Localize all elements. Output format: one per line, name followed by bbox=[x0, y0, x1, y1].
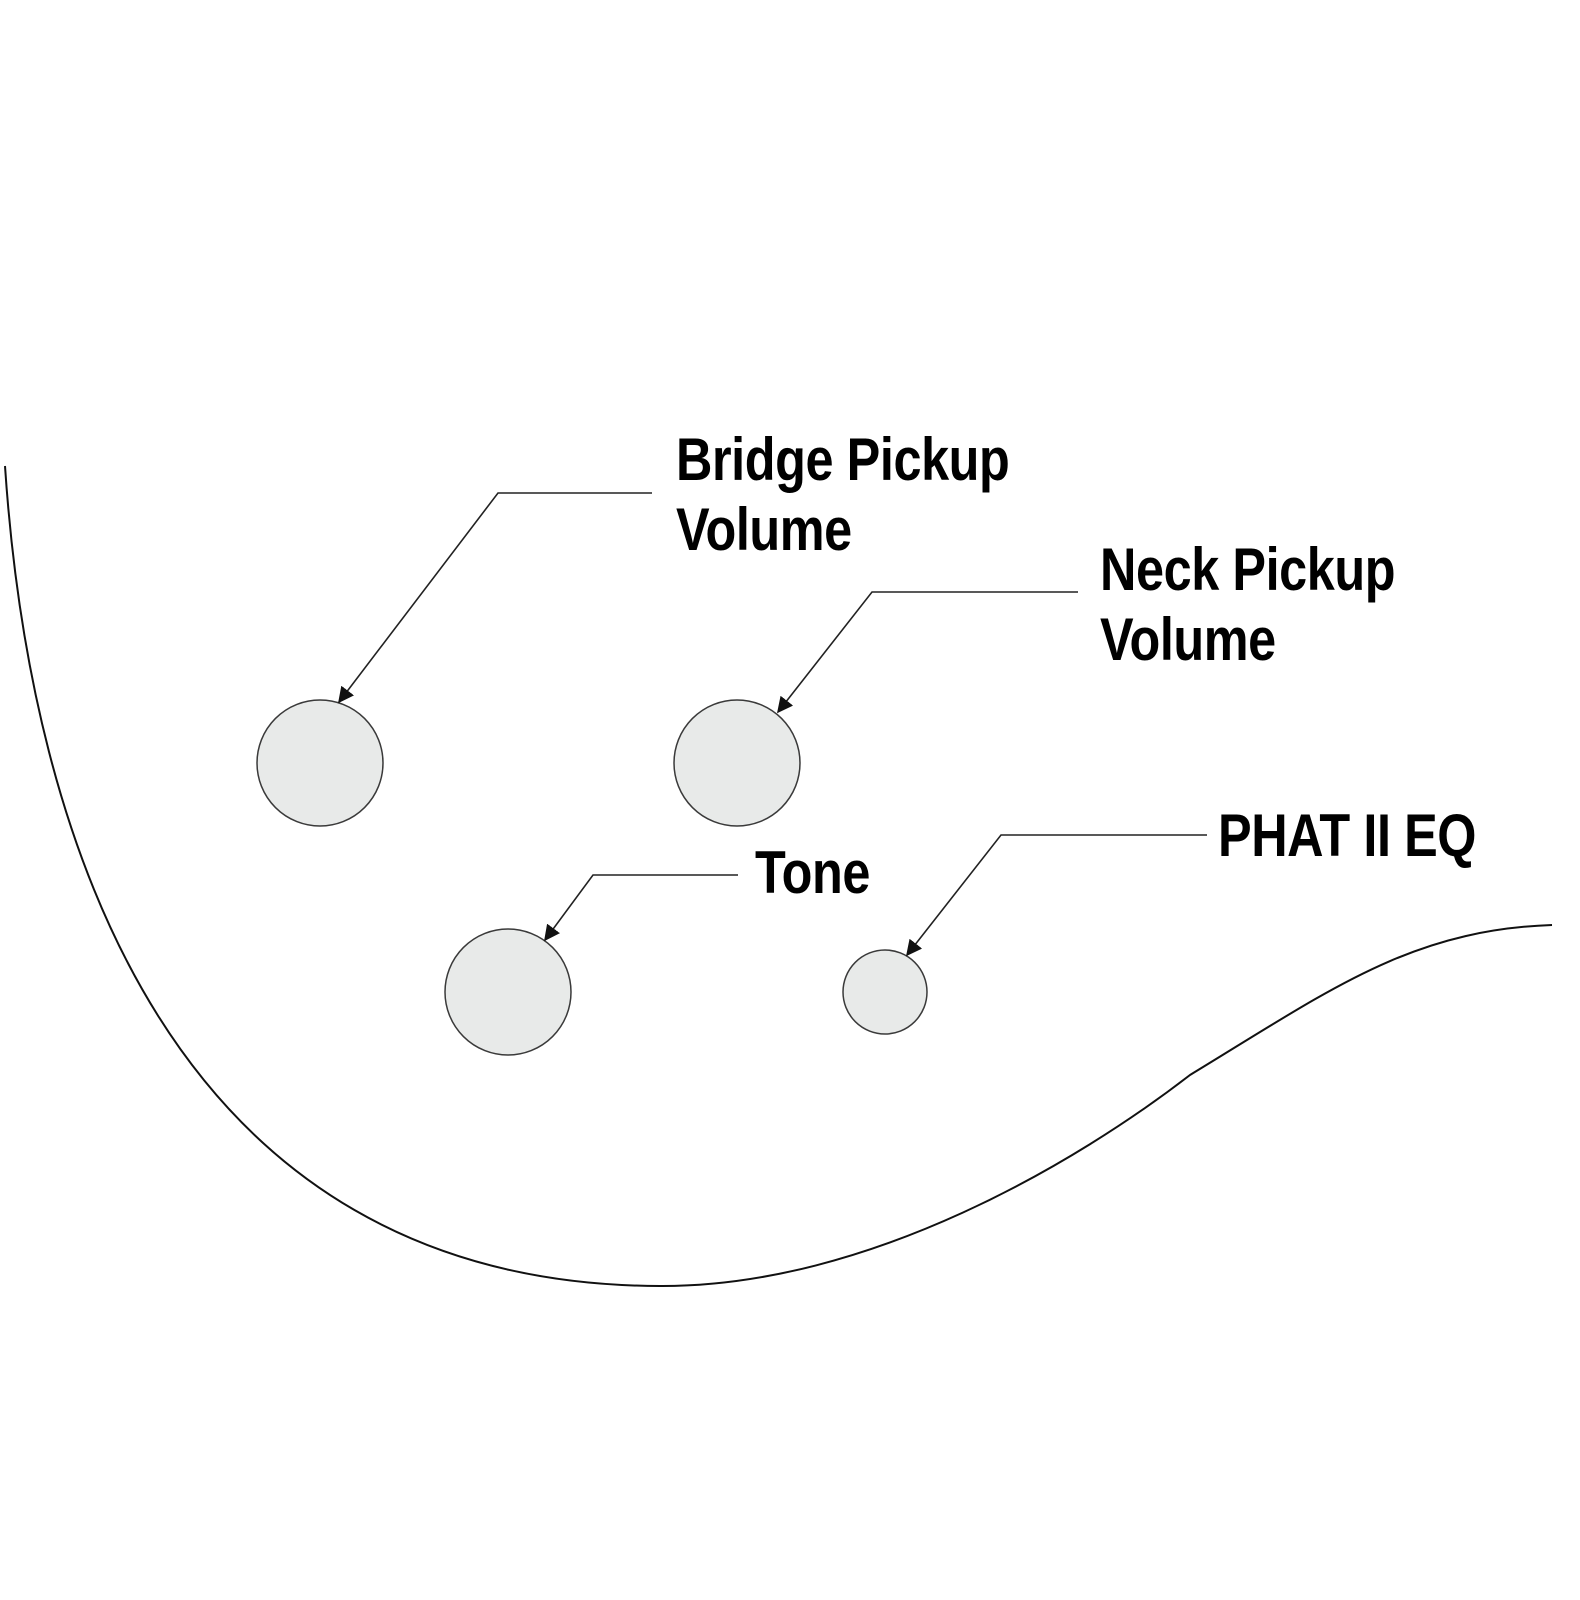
tone-leader bbox=[544, 874, 738, 942]
tone-label: Tone bbox=[755, 838, 870, 908]
bridge-volume-label-line1: Bridge Pickup bbox=[676, 426, 1010, 493]
phat-eq-leader bbox=[906, 834, 1207, 957]
guitar-body-outline bbox=[4, 465, 1553, 1288]
bridge-volume-label-line2: Volume bbox=[676, 496, 852, 563]
neck-volume-label: Neck Pickup Volume bbox=[1100, 535, 1396, 675]
neck-volume-knob[interactable] bbox=[673, 699, 801, 827]
phat-eq-knob[interactable] bbox=[842, 949, 928, 1035]
phat-eq-label-line1: PHAT II EQ bbox=[1218, 802, 1477, 869]
bridge-volume-knob[interactable] bbox=[256, 699, 384, 827]
neck-volume-label-line2: Volume bbox=[1100, 606, 1276, 673]
phat-eq-label: PHAT II EQ bbox=[1218, 801, 1477, 871]
neck-volume-label-line1: Neck Pickup bbox=[1100, 536, 1396, 603]
tone-knob[interactable] bbox=[444, 928, 572, 1056]
bridge-volume-label: Bridge Pickup Volume bbox=[676, 425, 1010, 565]
tone-label-line1: Tone bbox=[755, 839, 870, 906]
neck-volume-leader bbox=[777, 591, 1078, 714]
bridge-volume-leader bbox=[338, 492, 652, 704]
